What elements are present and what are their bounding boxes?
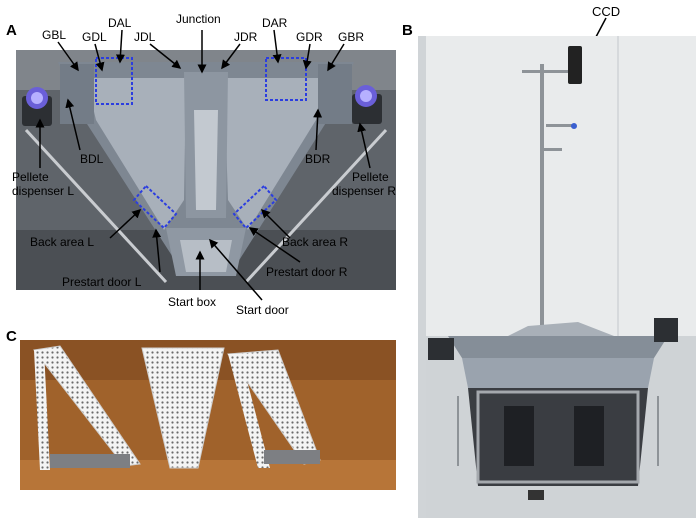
label-dar: DAR xyxy=(262,16,288,30)
maze-photo xyxy=(16,50,396,290)
label-gdl: GDL xyxy=(82,30,107,44)
panel-letter-b: B xyxy=(402,22,413,39)
label-pellet-dispenser-l-1: Pellete xyxy=(12,170,49,184)
label-back-area-l: Back area L xyxy=(30,235,95,249)
label-bdr: BDR xyxy=(305,152,331,166)
label-start-door: Start door xyxy=(236,303,289,317)
label-pellet-dispenser-l-2: dispenser L xyxy=(12,184,75,198)
mesh-wedges-photo xyxy=(20,340,396,490)
label-prestart-door-r: Prestart door R xyxy=(266,265,348,279)
label-prestart-door-l: Prestart door L xyxy=(62,275,142,289)
label-gbr: GBR xyxy=(338,30,365,44)
panel-letter-c: C xyxy=(6,328,17,345)
label-junction: Junction xyxy=(176,12,221,26)
label-start-box: Start box xyxy=(168,295,217,309)
label-dal: DAL xyxy=(108,16,132,30)
label-jdl: JDL xyxy=(134,30,156,44)
room-photo xyxy=(418,36,696,518)
panel-letter-a: A xyxy=(6,22,17,39)
label-jdr: JDR xyxy=(234,30,258,44)
label-gdr: GDR xyxy=(296,30,323,44)
label-bdl: BDL xyxy=(80,152,104,166)
label-back-area-r: Back area R xyxy=(282,235,349,249)
label-gbl: GBL xyxy=(42,28,67,42)
label-pellet-dispenser-r-1: Pellete xyxy=(352,170,389,184)
label-ccd: CCD xyxy=(592,4,621,19)
label-pellet-dispenser-r-2: dispenser R xyxy=(332,184,397,198)
